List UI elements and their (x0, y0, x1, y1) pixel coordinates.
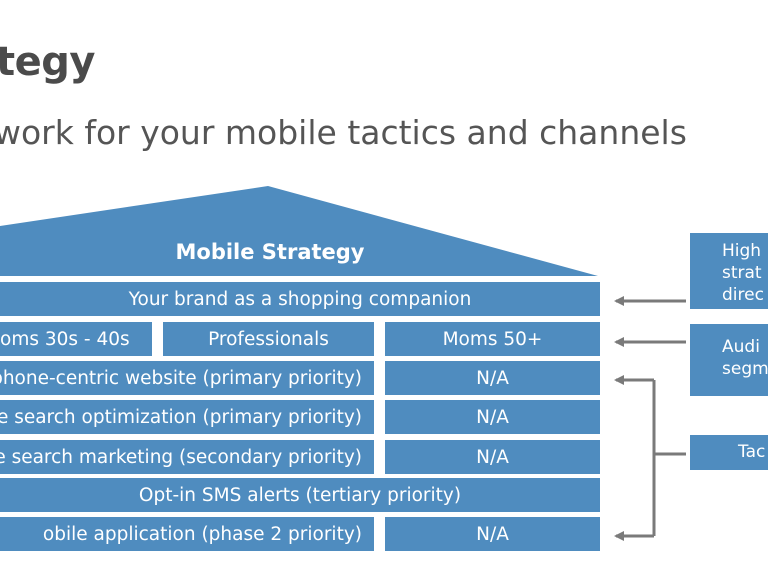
roof-shape (0, 186, 598, 276)
legend-high-level-line-2: strat (722, 263, 762, 283)
legend-high-level-line-3: direc (722, 285, 764, 305)
tactic-app-na: N/A (385, 517, 600, 551)
tactic-row-app: obile application (phase 2 priority) (0, 517, 374, 551)
tactic-row-seo: e search optimization (primary priority) (0, 400, 374, 434)
legend-tactics-line-1: Tac (738, 442, 766, 462)
segment-moms-30-40: oms 30s - 40s (0, 322, 152, 356)
segment-moms-50: Moms 50+ (385, 322, 600, 356)
legend-tactics: Tac (690, 435, 768, 470)
segment-professionals: Professionals (163, 322, 374, 356)
legend-audience-segments: Audi segm (690, 324, 768, 396)
tactic-seo-na: N/A (385, 400, 600, 434)
roof-label: Mobile Strategy (175, 240, 365, 264)
tactic-row-sms: Opt-in SMS alerts (tertiary priority) (0, 478, 600, 512)
tactic-sem-na: N/A (385, 440, 600, 474)
tactic-row-website: phone-centric website (primary priority) (0, 361, 374, 395)
tactic-row-sem: e search marketing (secondary priority) (0, 440, 374, 474)
brand-row: Your brand as a shopping companion (0, 282, 600, 316)
legend-high-level-line-1: High (722, 241, 762, 261)
slide-subtitle: work for your mobile tactics and channel… (0, 113, 687, 152)
legend-audience-line-2: segm (722, 359, 768, 379)
slide-title: tegy (0, 39, 95, 85)
legend-audience-line-1: Audi (722, 337, 760, 357)
tactic-website-na: N/A (385, 361, 600, 395)
legend-high-level-strategy: High strat direc (690, 233, 768, 309)
